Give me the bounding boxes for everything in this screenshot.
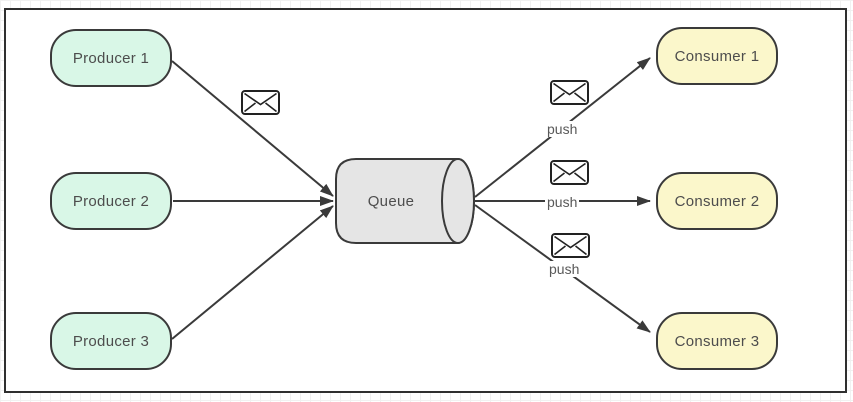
envelope-icon[interactable] xyxy=(241,90,280,115)
envelope-icon[interactable] xyxy=(550,160,589,185)
edge-producer-1-to-queue[interactable] xyxy=(171,60,334,197)
edge-producer-3-to-queue[interactable] xyxy=(171,205,334,340)
envelope-icon[interactable] xyxy=(551,233,590,258)
edge-label-push-1: push xyxy=(545,121,580,137)
node-producer-3[interactable]: Producer 3 xyxy=(50,312,172,370)
edge-label-push-2: push xyxy=(545,194,580,210)
edge-label-push-3: push xyxy=(547,261,582,277)
node-consumer-3[interactable]: Consumer 3 xyxy=(656,312,778,370)
node-producer-1[interactable]: Producer 1 xyxy=(50,29,172,87)
queue-cylinder-rim xyxy=(441,158,475,244)
queue-shape[interactable] xyxy=(335,158,475,244)
node-producer-2[interactable]: Producer 2 xyxy=(50,172,172,230)
queue-label: Queue xyxy=(367,192,415,210)
envelope-icon[interactable] xyxy=(550,80,589,105)
node-consumer-1[interactable]: Consumer 1 xyxy=(656,27,778,85)
node-consumer-2[interactable]: Consumer 2 xyxy=(656,172,778,230)
